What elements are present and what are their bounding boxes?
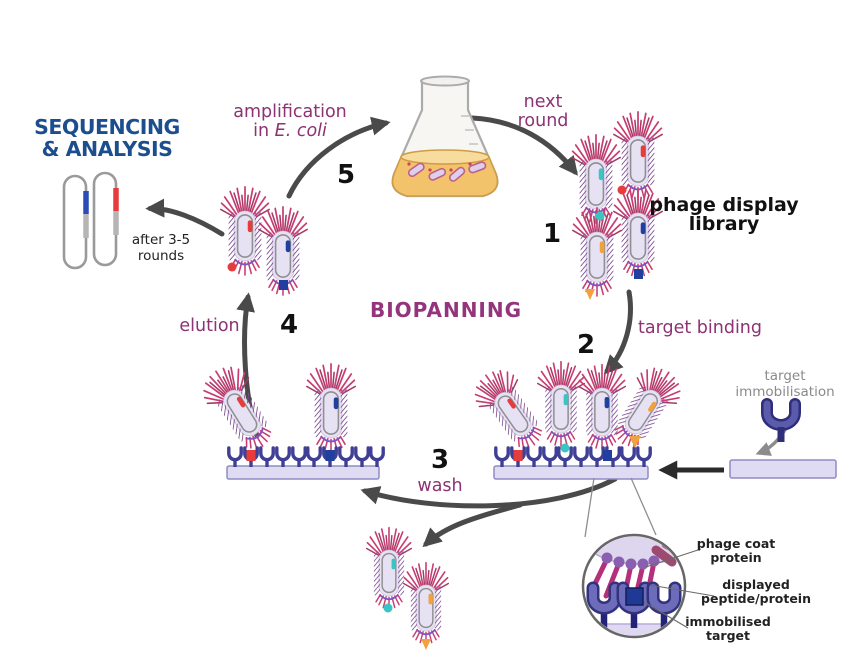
peptide-navy [325,450,335,461]
magnifier-callout-lines [643,548,715,629]
phage-coat-label: phage coat protein [696,536,776,565]
phage-icon [402,561,450,645]
step-4-number: 4 [279,310,299,340]
peptide-navy [279,280,288,290]
free-receptor-icon [761,398,801,442]
displayed-peptide-square [625,587,644,606]
phage-icon [577,363,627,451]
ecoli-italic: E. coli [274,121,327,142]
peptide-navy [603,450,612,461]
magnifier-cone [584,477,657,538]
wash-label: wash [417,476,463,496]
magnifier-circle [581,533,687,639]
elution-label: elution [179,316,240,336]
arrow-next-round [469,115,578,176]
phage-icon [365,526,413,610]
arrow-wash [360,476,618,509]
arrow-wash-discard [422,502,523,548]
plate-magnified [584,623,684,636]
peptide-red [513,450,523,461]
phage-library-group [570,110,664,300]
next-round-label: next round [517,92,569,132]
arrow-amplification [286,116,391,199]
peptide-orange [629,436,641,448]
step-5-number: 5 [336,160,356,190]
step-2-number: 2 [576,330,596,360]
plate [493,465,649,480]
peptide-red [227,262,237,272]
peptide-orange [585,289,595,300]
peptide-teal [560,443,570,453]
peptide-teal [595,211,605,221]
elution-plate-group [194,357,385,480]
peptide-red [617,185,627,195]
arrow-target-binding [603,289,633,375]
phage-icon [305,362,357,453]
arrow-to-sequencing [145,198,225,237]
biopanning-title: BIOPANNING [369,298,523,322]
plate [226,465,380,480]
displayed-peptide-label: displayed peptide/protein [701,577,811,606]
coat-protein-legs [588,556,657,603]
step-3-number: 3 [430,445,450,475]
immobilised-target-label: immobilised target [685,614,771,643]
flask-icon [391,75,499,198]
target-immobilisation-label: target immobilisation [735,368,835,400]
after-rounds-label: after 3-5 rounds [131,232,191,264]
washed-phages-group [365,526,450,650]
empty-plate [729,459,837,479]
step-1-number: 1 [542,219,562,249]
peptide-red [246,450,256,461]
peptide-teal [383,603,393,613]
phage-icon [465,361,555,459]
amplification-label: amplification in E. coli [215,102,365,142]
dna-loop-blue-icon [64,176,86,268]
phage-icon [571,206,623,297]
phage-library-label: phage display library [649,194,799,235]
amplification-line1: amplification [233,102,347,122]
dna-loop-red-icon [94,173,116,265]
phage-icon [194,357,285,460]
target-binding-label: target binding [638,318,763,338]
binding-plate-group [465,358,690,480]
peptide-orange [421,639,431,650]
phage-icon [536,360,586,448]
eluted-phages-group [219,185,309,296]
bacteria-in-flask [407,161,487,182]
peptide-navy [634,269,643,279]
sequencing-title: SEQUENCING & ANALYSIS [34,115,180,162]
phage-icon [570,133,622,224]
amplification-line2: in E. coli [253,121,327,142]
